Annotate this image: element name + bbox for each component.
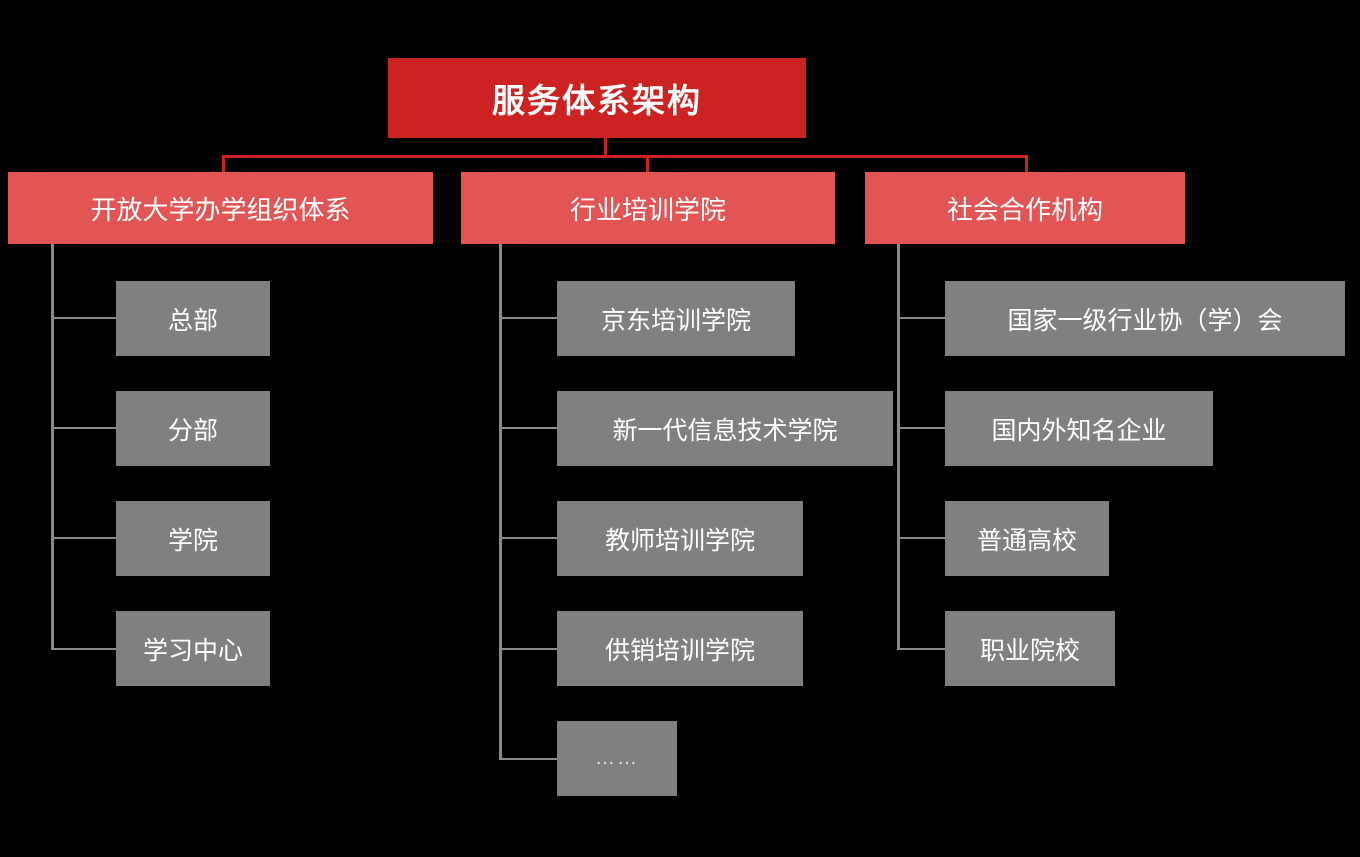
connector-root-bus bbox=[222, 155, 1028, 158]
branch-node-3[interactable]: 社会合作机构 bbox=[865, 172, 1185, 244]
leaf-node-2-4[interactable]: 供销培训学院 bbox=[557, 611, 803, 686]
connector-stub-3-2 bbox=[897, 427, 946, 429]
connector-stub-3-3 bbox=[897, 537, 946, 539]
connector-stub-3-4 bbox=[897, 648, 946, 650]
leaf-node-1-4[interactable]: 学习中心 bbox=[116, 611, 270, 686]
connector-stub-1-3 bbox=[51, 537, 117, 539]
leaf-node-3-1[interactable]: 国家一级行业协（学）会 bbox=[945, 281, 1345, 356]
leaf-node-1-2[interactable]: 分部 bbox=[116, 391, 270, 466]
connector-stub-2-1 bbox=[499, 317, 558, 319]
connector-stub-2-3 bbox=[499, 537, 558, 539]
leaf-node-2-2[interactable]: 新一代信息技术学院 bbox=[557, 391, 893, 466]
leaf-node-3-2[interactable]: 国内外知名企业 bbox=[945, 391, 1213, 466]
connector-stub-2-4 bbox=[499, 648, 558, 650]
leaf-node-1-1[interactable]: 总部 bbox=[116, 281, 270, 356]
connector-stub-1-1 bbox=[51, 317, 117, 319]
connector-spine-branch-3 bbox=[897, 244, 900, 650]
branch-node-1[interactable]: 开放大学办学组织体系 bbox=[8, 172, 433, 244]
leaf-node-1-3[interactable]: 学院 bbox=[116, 501, 270, 576]
branch-node-2[interactable]: 行业培训学院 bbox=[461, 172, 835, 244]
connector-stub-1-2 bbox=[51, 427, 117, 429]
connector-spine-branch-1 bbox=[51, 244, 54, 650]
leaf-node-2-5[interactable]: …… bbox=[557, 721, 677, 796]
connector-stub-1-4 bbox=[51, 648, 117, 650]
connector-drop-branch-3 bbox=[1025, 155, 1028, 173]
leaf-node-2-3[interactable]: 教师培训学院 bbox=[557, 501, 803, 576]
connector-drop-branch-2 bbox=[646, 155, 649, 173]
connector-stub-3-1 bbox=[897, 317, 946, 319]
connector-drop-branch-1 bbox=[222, 155, 225, 173]
leaf-node-2-1[interactable]: 京东培训学院 bbox=[557, 281, 795, 356]
connector-stub-2-5 bbox=[499, 758, 558, 760]
connector-spine-branch-2 bbox=[499, 244, 502, 760]
leaf-node-3-4[interactable]: 职业院校 bbox=[945, 611, 1115, 686]
leaf-node-3-3[interactable]: 普通高校 bbox=[945, 501, 1109, 576]
connector-stub-2-2 bbox=[499, 427, 558, 429]
connector-root-stem bbox=[604, 138, 607, 157]
root-node-service-system[interactable]: 服务体系架构 bbox=[388, 58, 806, 138]
